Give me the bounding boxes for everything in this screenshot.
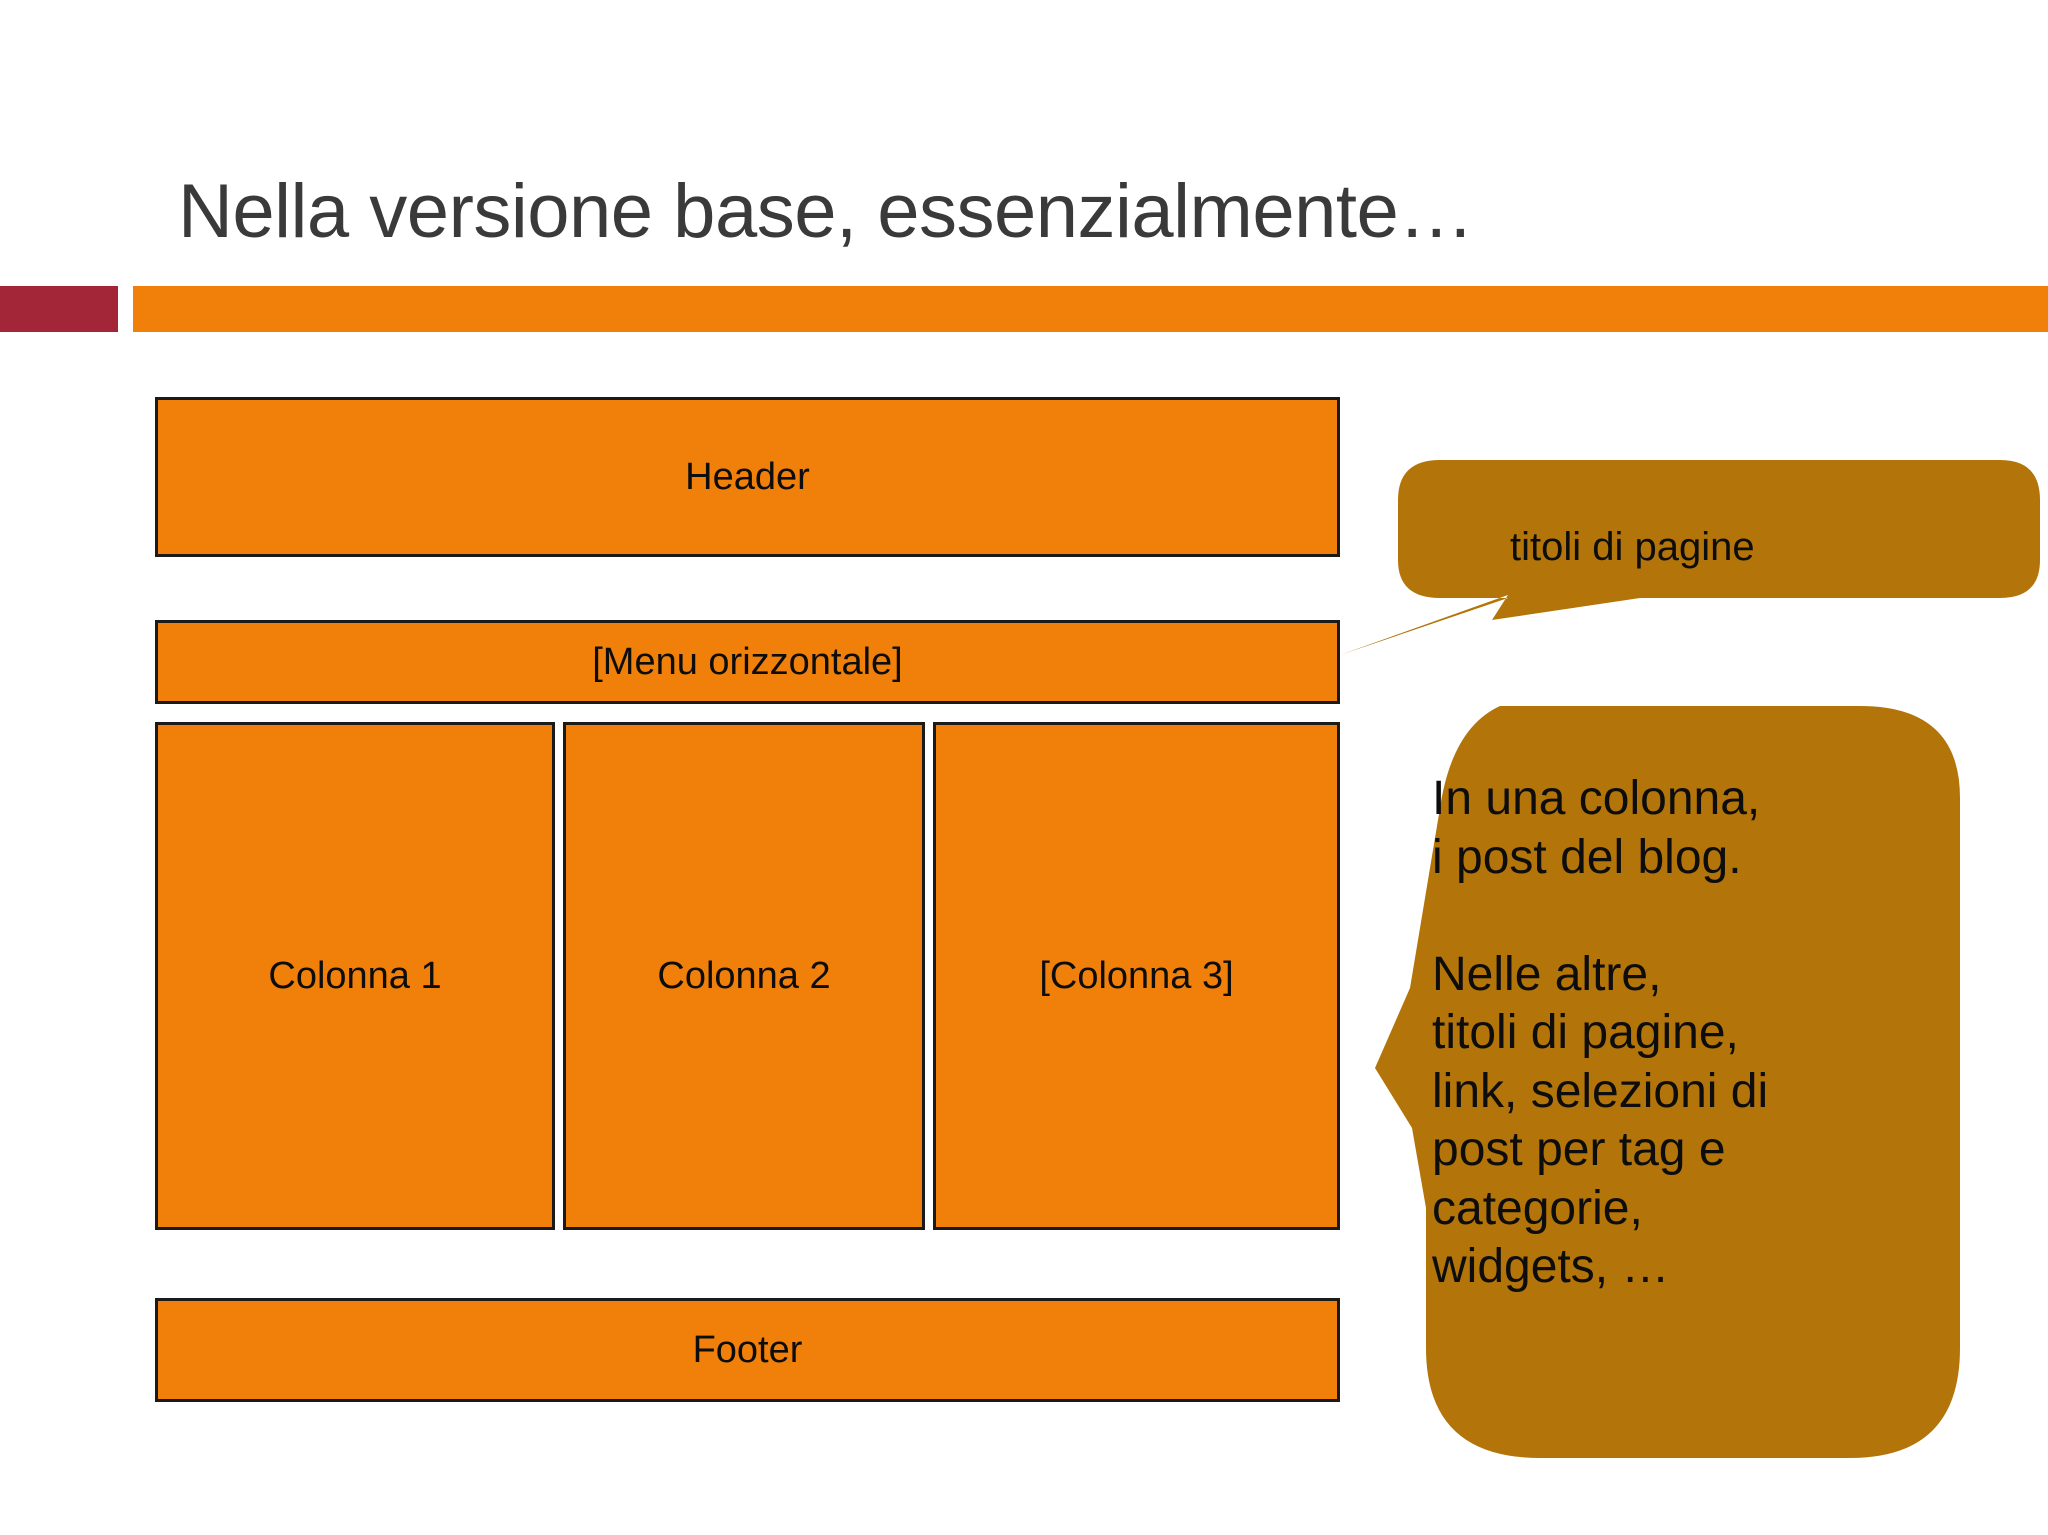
callout-bubble-columns-shape	[1375, 706, 1960, 1458]
diagram-box-column-3-label: [Colonna 3]	[1039, 954, 1234, 997]
diagram-box-column-2: Colonna 2	[563, 722, 925, 1230]
accent-bar-orange	[133, 286, 2048, 332]
diagram-box-header: Header	[155, 397, 1340, 557]
callout-bubble-titles	[1340, 460, 2040, 680]
callout-bubble-columns	[1340, 688, 2048, 1458]
diagram-box-footer-label: Footer	[692, 1328, 803, 1371]
diagram-box-column-1: Colonna 1	[155, 722, 555, 1230]
diagram-box-menu: [Menu orizzontale]	[155, 620, 1340, 704]
callout-bubble-titles-label: titoli di pagine	[1510, 525, 1755, 569]
callout-bubble-columns-label: In una colonna, i post del blog. Nelle a…	[1432, 772, 1769, 1294]
diagram-box-column-2-label: Colonna 2	[657, 954, 831, 997]
diagram-box-footer: Footer	[155, 1298, 1340, 1402]
diagram-box-column-1-label: Colonna 1	[268, 954, 442, 997]
diagram-box-header-label: Header	[685, 455, 810, 498]
callout-bubble-titles-shape	[1340, 460, 2040, 655]
diagram-box-menu-label: [Menu orizzontale]	[592, 640, 903, 683]
diagram-box-column-3: [Colonna 3]	[933, 722, 1340, 1230]
accent-bar-maroon	[0, 286, 118, 332]
page-title: Nella versione base, essenzialmente…	[178, 169, 1474, 254]
